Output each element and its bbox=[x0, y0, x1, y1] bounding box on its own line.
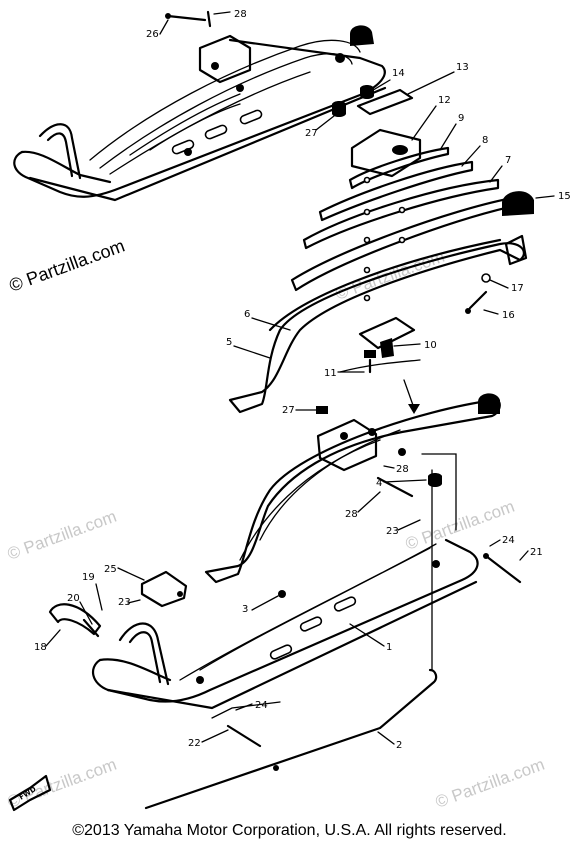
callout-28: 28 bbox=[345, 509, 358, 520]
watermark-faint: © Partzilla.com bbox=[403, 497, 517, 554]
assembled-spring bbox=[204, 393, 501, 584]
callout-labels: 28 26 14 13 12 9 8 7 15 27 17 16 6 5 10 … bbox=[34, 9, 571, 751]
callout-5: 5 bbox=[226, 337, 232, 348]
callout-15: 15 bbox=[558, 191, 571, 202]
callout-21: 21 bbox=[530, 547, 543, 558]
bottom-ski bbox=[8, 469, 522, 812]
callout-8: 8 bbox=[482, 135, 488, 146]
callout-14: 14 bbox=[392, 68, 405, 79]
callout-28: 28 bbox=[234, 9, 247, 20]
callout-23: 23 bbox=[386, 526, 399, 537]
callout-26: 26 bbox=[146, 29, 159, 40]
callout-12: 12 bbox=[438, 95, 451, 106]
callout-11: 11 bbox=[324, 368, 337, 379]
callout-19: 19 bbox=[82, 572, 95, 583]
top-ski-assembly bbox=[13, 10, 387, 202]
callout-1: 1 bbox=[386, 642, 392, 653]
callout-16: 16 bbox=[502, 310, 515, 321]
callout-27: 27 bbox=[305, 128, 318, 139]
watermark-faint: © Partzilla.com bbox=[333, 247, 447, 304]
copyright-notice: ©2013 Yamaha Motor Corporation, U.S.A. A… bbox=[72, 822, 507, 839]
callout-4: 4 bbox=[376, 478, 382, 489]
callout-2: 2 bbox=[396, 740, 402, 751]
callout-24: 24 bbox=[502, 535, 515, 546]
callout-28: 28 bbox=[396, 464, 409, 475]
callout-10: 10 bbox=[424, 340, 437, 351]
callout-18: 18 bbox=[34, 642, 47, 653]
callout-6: 6 bbox=[244, 309, 250, 320]
callout-17: 17 bbox=[511, 283, 524, 294]
watermark-faint: © Partzilla.com bbox=[5, 507, 119, 564]
callout-24: 24 bbox=[255, 700, 268, 711]
callout-25: 25 bbox=[104, 564, 117, 575]
watermark-main: © Partzilla.com bbox=[7, 235, 128, 295]
leaf-spring-stack bbox=[228, 85, 534, 414]
leader-lines bbox=[45, 11, 555, 745]
callout-3: 3 bbox=[242, 604, 248, 615]
callout-27: 27 bbox=[282, 405, 295, 416]
callout-13: 13 bbox=[456, 62, 469, 73]
callout-23: 23 bbox=[118, 597, 131, 608]
callout-20: 20 bbox=[67, 593, 80, 604]
watermark-faint: © Partzilla.com bbox=[433, 755, 547, 812]
callout-22: 22 bbox=[188, 738, 201, 749]
callout-9: 9 bbox=[458, 113, 464, 124]
callout-7: 7 bbox=[505, 155, 511, 166]
watermark-faint: © Partzilla.com bbox=[5, 755, 119, 812]
